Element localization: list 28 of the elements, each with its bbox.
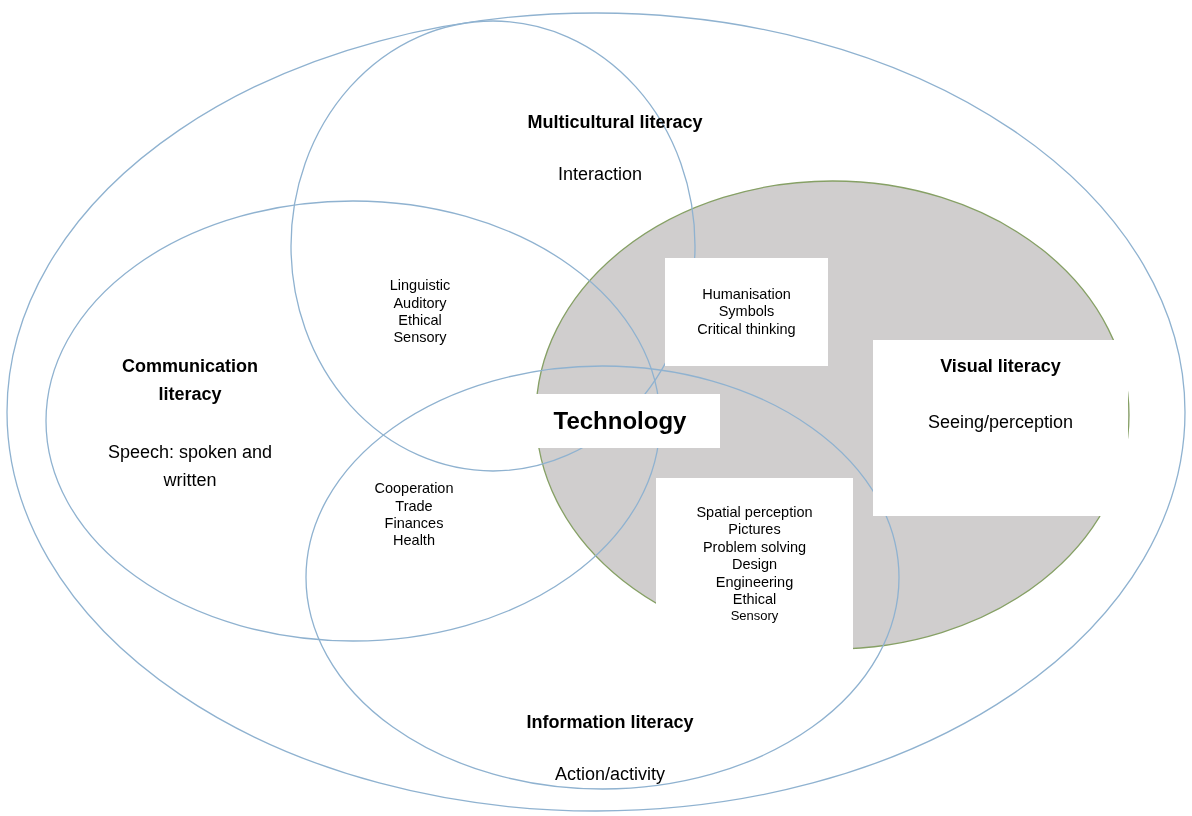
text-box: [656, 478, 853, 650]
region-heading: Multicultural literacy: [526, 111, 704, 134]
region-heading: Information literacy: [525, 711, 695, 734]
region-subtitle: Speech: spoken and written: [106, 441, 274, 492]
list-item: Trade: [395, 497, 433, 515]
list-item: Sensory: [393, 329, 447, 347]
list-item: Critical thinking: [697, 320, 796, 339]
list-item: Linguistic: [389, 277, 451, 295]
list-item: Health: [393, 532, 435, 550]
list-item: Cooperation: [374, 480, 454, 498]
region-subtitle: Action/activity: [553, 763, 666, 786]
list-item: Engineering: [715, 573, 794, 591]
list-item: Spatial perception: [696, 504, 813, 522]
list-item: Symbols: [718, 303, 775, 321]
region-heading: Communication literacy: [121, 355, 259, 406]
list-item: Pictures: [728, 521, 781, 539]
list-item: Humanisation: [702, 285, 791, 304]
list-item: Design: [731, 556, 778, 574]
list-item: Auditory: [393, 294, 447, 312]
list-item: Sensory: [730, 608, 779, 624]
list-item: Problem solving: [702, 538, 807, 557]
center-label: Technology: [553, 406, 687, 436]
region-subtitle: Interaction: [556, 163, 644, 186]
list-item: Ethical: [732, 591, 777, 609]
region-heading: Visual literacy: [939, 355, 1062, 378]
list-item: Ethical: [398, 312, 442, 330]
region-subtitle: Seeing/perception: [926, 411, 1075, 434]
list-item: Finances: [384, 515, 444, 533]
